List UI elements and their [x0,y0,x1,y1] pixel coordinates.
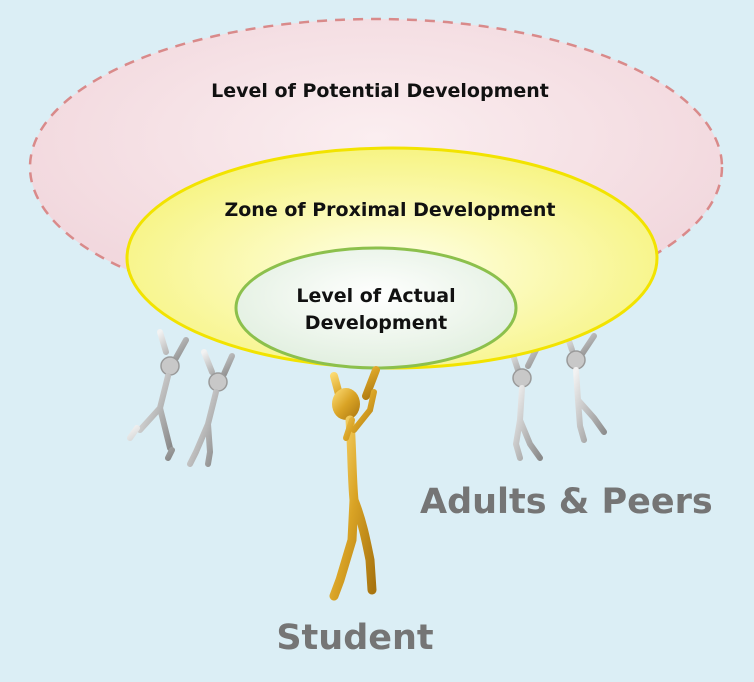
peer-figure-icon [509,343,543,461]
potential-development-label: Level of Potential Development [211,80,549,102]
actual-development-label-line2: Development [304,312,448,334]
student-figure-icon [329,366,380,601]
actual-development-label-line1: Level of Actual [296,285,456,307]
peer-figure-icon [563,329,607,443]
student-caption: Student [276,618,434,658]
proximal-development-label: Zone of Proximal Development [224,199,556,221]
peer-figure-icon [127,329,189,461]
actual-development-label: Level of Actual Development [256,283,496,337]
adults-peers-caption: Adults & Peers [420,482,713,522]
peer-figure-icon [187,349,235,467]
